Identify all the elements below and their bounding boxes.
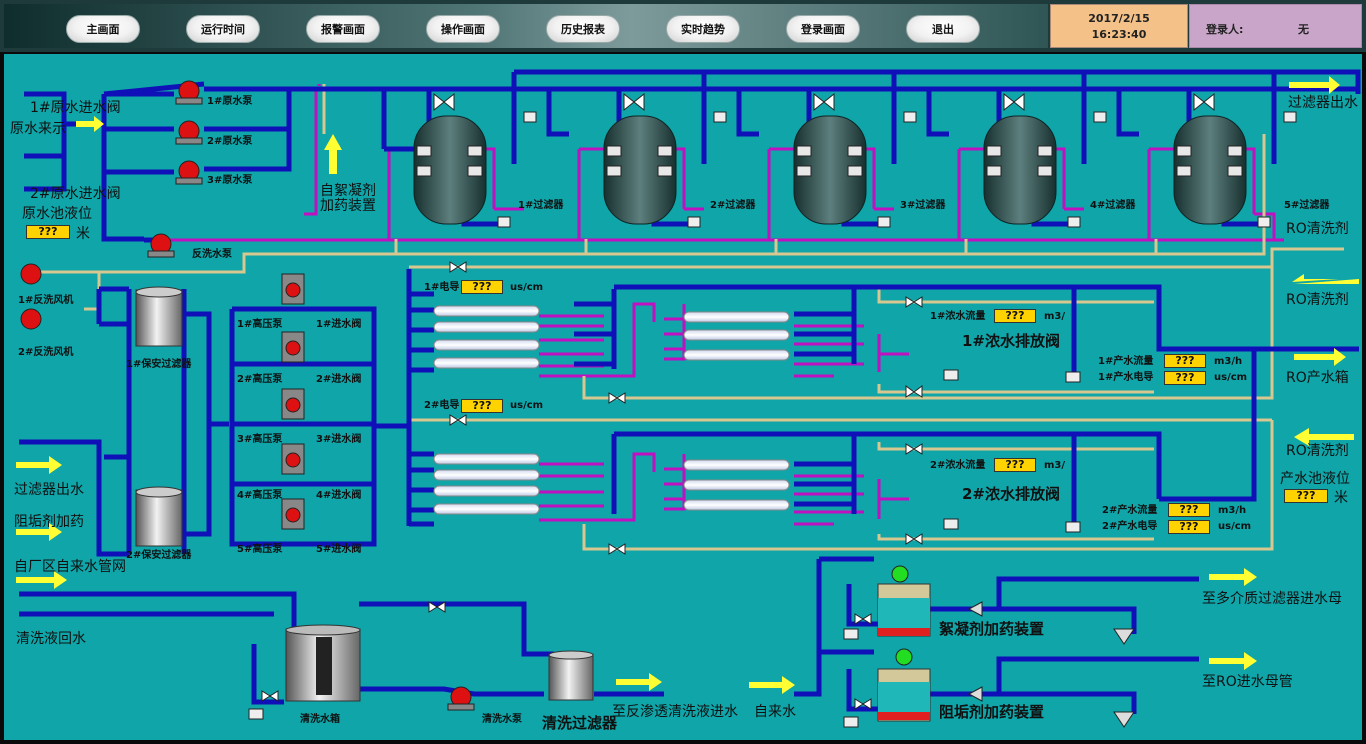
date-text: 2017/2/15 [1088,12,1150,25]
raw-level-unit: 米 [76,226,90,242]
raw-pump2-label: 2#原水泵 [207,136,253,147]
conc-flow1-value: ??? [994,309,1036,323]
filter5-label: 5#过滤器 [1284,200,1330,211]
in-valve2-label: 2#进水阀 [316,374,362,385]
raw-level-value: ??? [26,225,70,239]
raw-pump1-label: 1#原水泵 [207,96,253,107]
filter4-label: 4#过滤器 [1090,200,1136,211]
nav-history-button[interactable]: 历史报表 [546,15,620,43]
ro-clean-1-label: RO清洗剂 [1286,221,1349,237]
prod-flow2-value: ??? [1168,503,1210,517]
pumps [20,80,475,711]
prod-cond1-value: ??? [1164,371,1206,385]
ro-clean-3-label: RO清洗剂 [1286,443,1349,459]
raw-in-label: 原水来示 [10,121,66,137]
in-valve5-label: 5#进水阀 [316,544,362,555]
time-text: 16:23:40 [1091,28,1147,41]
cond2-unit: us/cm [510,400,544,411]
filter2-label: 2#过滤器 [710,200,756,211]
prod-cond1-unit: us/cm [1214,372,1248,383]
user-box: 登录人: 无 [1189,4,1362,48]
conc-flow2-label: 2#浓水流量 [930,460,986,471]
user-label: 登录人: [1206,23,1244,36]
cond1-label: 1#电导 [424,282,460,293]
coag-device-label: 絮凝剂加药装置 [939,620,1045,638]
raw-valve2-label: 2#原水进水阀 [30,186,121,202]
top-bar: 主画面 运行时间 报警画面 操作画面 历史报表 实时趋势 登录画面 退出 201… [0,0,1366,52]
prod-flow2-unit: m3/h [1218,505,1247,516]
coag-dosing-label: 自絮凝剂 加药装置 [320,183,376,214]
prod-cond2-value: ??? [1168,520,1210,534]
conc-flow2-unit: m3/ [1044,460,1066,471]
blower1-label: 1#反洗风机 [18,295,74,306]
filter-out-top-label: 过滤器出水 [1288,95,1358,111]
prod-cond2-unit: us/cm [1218,521,1252,532]
filter1-label: 1#过滤器 [518,200,564,211]
conc-valve2-label: 2#浓水排放阀 [962,485,1061,503]
filter3-label: 3#过滤器 [900,200,946,211]
nav-operation-button[interactable]: 操作画面 [426,15,500,43]
cond2-value: ??? [461,399,503,413]
nav-trend-button[interactable]: 实时趋势 [666,15,740,43]
hp-pump3-label: 3#高压泵 [237,434,283,445]
tap-water-label: 自来水 [754,704,796,720]
cond2-label: 2#电导 [424,400,460,411]
process-diagram: 1#原水进水阀 原水来示 2#原水进水阀 原水池液位 ??? 米 1#原水泵 2… [4,54,1362,740]
clean-tank-label: 清洗水箱 [300,714,340,725]
sec-filter1-label: 1#保安过滤器 [126,359,192,370]
product-level-unit: 米 [1334,490,1348,506]
cond1-value: ??? [461,280,503,294]
raw-level-label: 原水池液位 [22,206,92,222]
antiscalant-device-label: 阻垢剂加药装置 [939,703,1045,721]
prod-flow2-label: 2#产水流量 [1102,505,1158,516]
nav-runtime-button[interactable]: 运行时间 [186,15,260,43]
to-multi-filter-label: 至多介质过滤器进水母 [1202,591,1342,607]
backwash-pump-label: 反洗水泵 [192,249,232,260]
conc-flow1-label: 1#浓水流量 [930,311,986,322]
prod-flow1-value: ??? [1164,354,1206,368]
sand-filters [413,115,1247,225]
conc-flow2-value: ??? [994,458,1036,472]
prod-cond1-label: 1#产水电导 [1098,372,1154,383]
prod-flow1-label: 1#产水流量 [1098,356,1154,367]
clean-return-label: 清洗液回水 [16,631,86,647]
ro-clean-2-label: RO清洗剂 [1286,292,1349,308]
hp-pump4-label: 4#高压泵 [237,490,283,501]
product-level-label: 产水池液位 [1280,471,1350,487]
cond1-unit: us/cm [510,282,544,293]
filter-out-left-label: 过滤器出水 [14,482,84,498]
raw-pump3-label: 3#原水泵 [207,175,253,186]
datetime-box: 2017/2/15 16:23:40 [1050,4,1188,48]
sec-filter2-label: 2#保安过滤器 [126,550,192,561]
hp-pump1-label: 1#高压泵 [237,319,283,330]
to-ro-clean-label: 至反渗透清洗液进水 [612,704,738,720]
nav-login-button[interactable]: 登录画面 [786,15,860,43]
ro-product-tank-label: RO产水箱 [1286,370,1349,386]
conc-flow1-unit: m3/ [1044,311,1066,322]
tap-water-in-label: 自厂区自来水管网 [14,559,126,575]
in-valve3-label: 3#进水阀 [316,434,362,445]
nav-main-button[interactable]: 主画面 [66,15,140,43]
clean-pump-label: 清洗水泵 [482,714,522,725]
conc-valve1-label: 1#浓水排放阀 [962,332,1061,350]
nav-alarm-button[interactable]: 报警画面 [306,15,380,43]
to-ro-main-label: 至RO进水母管 [1202,674,1293,690]
prod-cond2-label: 2#产水电导 [1102,521,1158,532]
hp-pump5-label: 5#高压泵 [237,544,283,555]
user-value: 无 [1298,23,1309,36]
hp-pump2-label: 2#高压泵 [237,374,283,385]
nav-strip: 主画面 运行时间 报警画面 操作画面 历史报表 实时趋势 登录画面 退出 [4,4,1048,48]
antiscalant-in-label: 阻垢剂加药 [14,514,84,530]
pipe-network [16,69,1361,728]
product-level-value: ??? [1284,489,1328,503]
clean-filter-label: 清洗过滤器 [542,714,618,732]
in-valve1-label: 1#进水阀 [316,319,362,330]
nav-exit-button[interactable]: 退出 [906,15,980,43]
raw-valve1-label: 1#原水进水阀 [30,100,121,116]
prod-flow1-unit: m3/h [1214,356,1243,367]
blower2-label: 2#反洗风机 [18,347,74,358]
in-valve4-label: 4#进水阀 [316,490,362,501]
